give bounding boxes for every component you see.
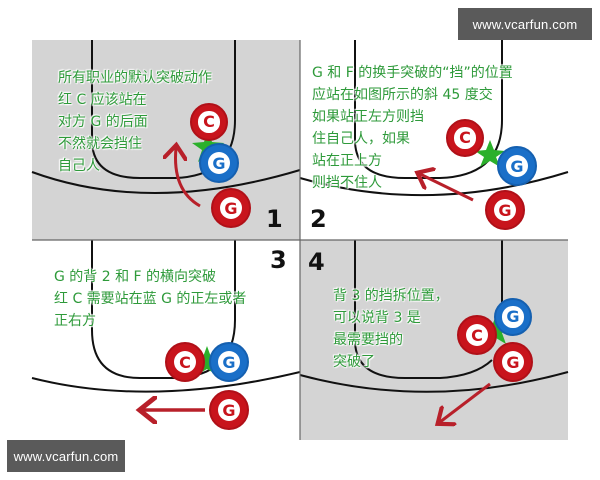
panel-3-red-g-token: G — [209, 390, 249, 430]
panel-1-move-arrow — [176, 148, 201, 208]
panel-4-red-g-token: G — [493, 342, 533, 382]
watermark-bottom: www.vcarfun.com — [7, 440, 125, 472]
panel-3-red-c-token: C — [165, 342, 205, 382]
panel-1-blue-g-token: G — [199, 143, 239, 183]
panel-1-court-lines — [31, 40, 301, 194]
panel-4-court-lines — [299, 240, 569, 393]
panel-2-red-g-token: G — [485, 190, 525, 230]
panel-3-bg — [32, 240, 300, 440]
panel-3-number: 3 — [270, 246, 287, 274]
panel-3-blue-g-token: G — [209, 342, 249, 382]
panel-1-number: 1 — [266, 205, 283, 233]
panel-2-red-c-token: C — [446, 119, 484, 157]
panel-1-bg — [32, 40, 300, 240]
panel-4-bg — [300, 240, 568, 440]
panel-4-red-c-token: C — [457, 315, 497, 355]
watermark-top: www.vcarfun.com — [458, 8, 592, 40]
panel-1-caption: 所有职业的默认突破动作 红 C 应该站在 对方 G 的后面 不然就会挡住 自己人 — [58, 70, 212, 174]
panel-1-red-c-token: C — [190, 103, 228, 141]
panel-1-red-g-token: G — [211, 188, 251, 228]
panel-2-court-lines — [299, 40, 569, 197]
panel-4-caption: 背 3 的挡拆位置， 可以说背 3 是 最需要挡的 突破了 — [333, 288, 449, 370]
panel-4-move-arrow — [440, 382, 491, 422]
panel-4-blue-g-token: G — [494, 298, 532, 336]
panel-2-move-arrow — [420, 174, 474, 202]
panel-2-caption: G 和 F 的换手突破的“挡”的位置 应站在如图所示的斜 45 度交 如果站正左… — [312, 65, 513, 191]
panel-2-blue-g-token: G — [497, 146, 537, 186]
panel-3-caption: G 的背 2 和 F 的横向突破 红 C 需要站在蓝 G 的正左或者 正右方 — [54, 269, 247, 329]
panel-4-number: 4 — [308, 248, 325, 276]
panel-2-number: 2 — [310, 205, 327, 233]
panel-2-screen-star-icon — [475, 140, 505, 167]
panel-3-screen-star-icon — [192, 346, 222, 375]
